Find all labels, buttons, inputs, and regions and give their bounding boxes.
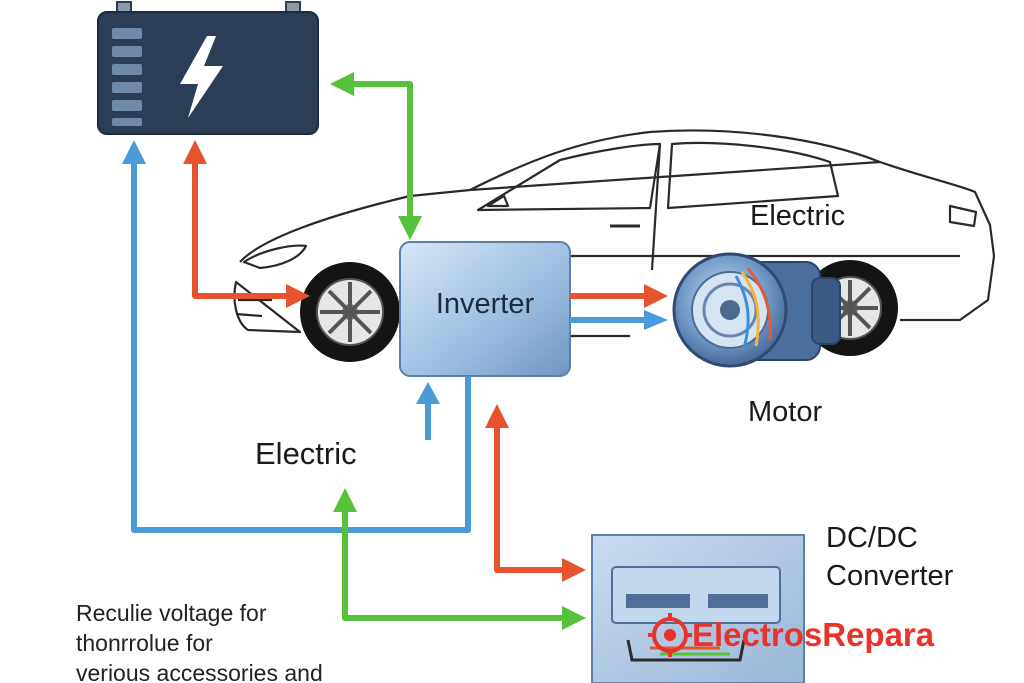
green-arrowhead-electric <box>333 488 357 512</box>
electric-motor-label-line1: Electric <box>750 200 846 232</box>
red-arrowhead-battery <box>183 140 207 164</box>
inverter-box <box>399 241 571 377</box>
car-mirror <box>486 194 510 208</box>
gear-logo-icon <box>648 613 692 657</box>
electric-motor-graphic <box>672 252 841 368</box>
watermark-text: ElectrosRepara <box>692 616 935 653</box>
car-window-rear <box>666 141 840 210</box>
converter-note: Reculie voltage for thonrrolue for verio… <box>76 598 323 683</box>
electric-motor-label-line2: Motor <box>748 396 823 428</box>
front-wheel <box>300 262 400 362</box>
dcdc-label-line1: DC/DC <box>826 522 918 554</box>
arrows-inverter-motor <box>570 293 648 323</box>
car-roof-line <box>469 160 881 192</box>
red-arrowhead-front <box>286 284 310 308</box>
car-headlight <box>242 244 308 270</box>
dcdc-label-line2: Converter <box>826 560 954 592</box>
note-line-3: verious accessories and <box>76 660 323 683</box>
green-arrow-electric-converter <box>342 510 566 621</box>
blue-arrowhead-inverter <box>416 382 440 404</box>
red-arrowhead-motor <box>644 284 668 308</box>
red-arrowhead-converter <box>562 558 586 582</box>
green-arrowhead-battery <box>330 72 354 96</box>
note-line-1: Reculie voltage for <box>76 600 267 626</box>
note-line-2: thonrrolue for <box>76 630 213 656</box>
green-arrowhead-inverter <box>398 216 422 240</box>
dcdc-converter-box <box>591 534 805 683</box>
blue-arrowhead-battery <box>122 140 146 164</box>
blue-arrow-inverter-battery <box>131 160 471 533</box>
red-arrowhead-inverter <box>485 404 509 428</box>
car-pillar <box>650 143 662 271</box>
electric-left-label: Electric <box>255 436 357 471</box>
car-taillight <box>948 204 978 228</box>
red-arrow-battery-front <box>192 160 290 299</box>
inverter-label: Inverter <box>435 288 535 320</box>
green-arrowhead-converter <box>562 606 586 630</box>
lightning-bolt <box>180 36 223 118</box>
blue-arrowhead-motor <box>644 310 668 330</box>
battery-bolt-icon <box>97 1 319 135</box>
car-front-bumper <box>235 298 272 318</box>
green-arrow-battery-inverter <box>350 81 413 226</box>
red-arrow-inverter-converter <box>494 424 566 573</box>
